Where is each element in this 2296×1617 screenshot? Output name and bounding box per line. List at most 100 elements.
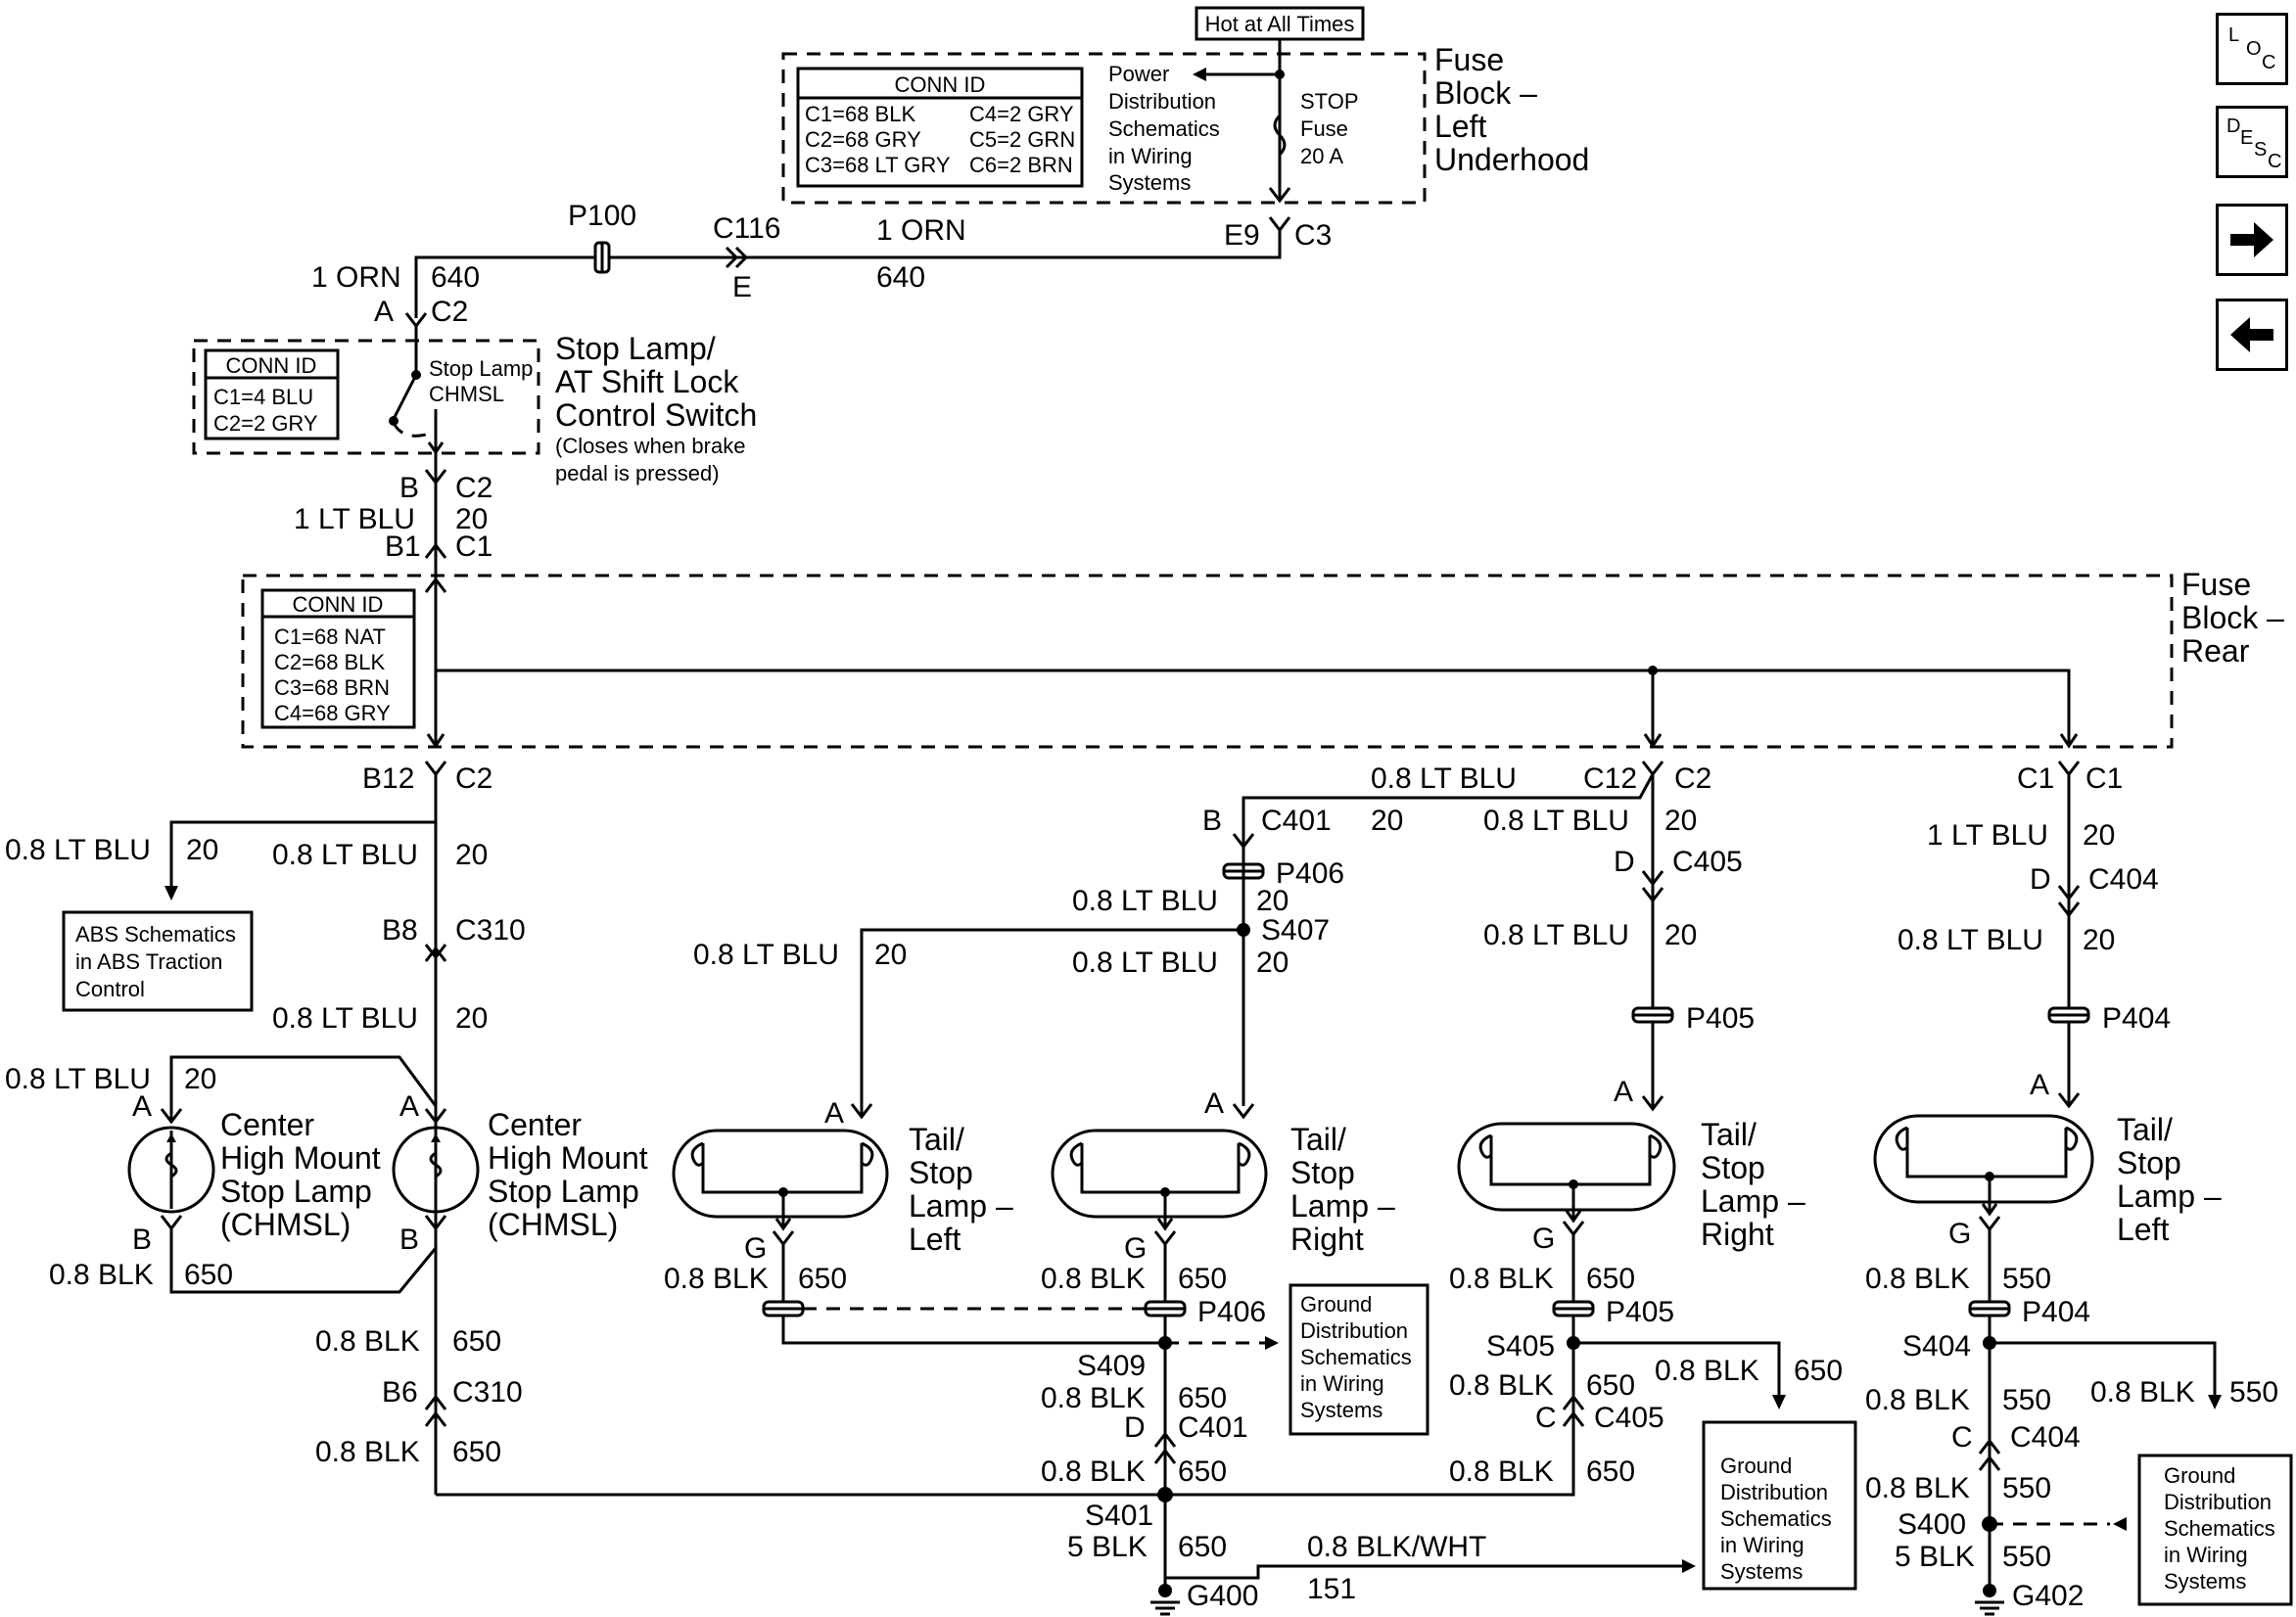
connector-c405-b: C405 — [1594, 1402, 1664, 1434]
chmsl-ground-color: 0.8 BLK — [315, 1325, 420, 1358]
loc-letter: L — [2228, 24, 2240, 46]
left-arrow-icon — [2230, 317, 2273, 352]
chmsl2-label: High Mount — [488, 1140, 648, 1176]
connector-c3: C3 — [1294, 219, 1332, 252]
chmsl2-label: Stop Lamp — [488, 1174, 639, 1209]
tail-right-ground-color: 0.8 BLK — [1041, 1263, 1146, 1295]
tail-left-pin-a: A — [824, 1097, 844, 1130]
s405-branch-num: 650 — [1794, 1355, 1843, 1387]
switch-title: Stop Lamp/ — [555, 331, 716, 366]
chmsl1-pin-a: A — [132, 1090, 152, 1123]
tail-left2-pin-g: G — [1948, 1218, 1971, 1250]
chmsl1-pin-b: B — [132, 1224, 152, 1256]
connector-c404-b: C404 — [2010, 1421, 2081, 1454]
pin-c-c404: C — [1951, 1421, 1973, 1454]
switch-inner-label: CHMSL — [429, 382, 504, 406]
tail-right2-pin-g: G — [1532, 1223, 1555, 1255]
tail-right-pin-a: A — [1204, 1087, 1224, 1120]
ground-dist-ref-1[interactable] — [1289, 1283, 1429, 1436]
pin-c-c405: C — [1535, 1402, 1557, 1434]
s409-ground-num: 650 — [1178, 1382, 1227, 1414]
desc-button[interactable]: D E S C — [2216, 106, 2288, 178]
pin-b12: B12 — [362, 762, 414, 795]
back-button[interactable] — [2216, 299, 2288, 371]
wire-tail-right-num: 20 — [1256, 947, 1289, 979]
hot-at-all-times-label: Hot at All Times — [1205, 12, 1355, 36]
loc-button[interactable]: L O C — [2216, 13, 2288, 85]
splice-s401-label: S401 — [1085, 1500, 1153, 1532]
wire-blk-wht-num: 151 — [1307, 1573, 1356, 1605]
forward-button[interactable] — [2216, 204, 2288, 276]
wire-c405-num: 20 — [1664, 805, 1697, 837]
chmsl-lamp-icon — [392, 1126, 480, 1214]
wire-p404-num: 20 — [2083, 924, 2115, 956]
s404-down-num: 550 — [2002, 1384, 2051, 1416]
ground-dist-ref-text: Ground — [1720, 1454, 1792, 1478]
power-distribution-ref: Power — [1108, 62, 1169, 86]
switch-inner-label: Stop Lamp — [429, 356, 533, 381]
tail-left-ground-color: 0.8 BLK — [664, 1263, 769, 1295]
pin-d-c405: D — [1614, 846, 1635, 878]
ground-dist-ref-text: Distribution — [1720, 1480, 1828, 1504]
connector-c310-b: C310 — [452, 1376, 523, 1409]
stop-fuse-label: STOP — [1300, 89, 1359, 114]
conn-id-switch-row: C2=2 GRY — [213, 411, 318, 436]
chmsl1-label: Stop Lamp — [220, 1174, 372, 1209]
wire-color-lt-blu: 1 LT BLU — [294, 503, 415, 535]
pin-b1: B1 — [385, 531, 421, 563]
tail-right2-ground-num: 650 — [1586, 1263, 1635, 1295]
ground-dist-ref-text: Schematics — [1720, 1506, 1832, 1531]
pin-d-c401: D — [1124, 1411, 1146, 1444]
conn-id-rear-row: C1=68 NAT — [274, 624, 386, 649]
chmsl-ground-num-2: 650 — [452, 1436, 501, 1468]
wire-p405-num: 20 — [1664, 919, 1697, 951]
wire-tail-left-color: 0.8 LT BLU — [693, 939, 839, 971]
switch-contact — [392, 374, 418, 420]
abs-schematics-ref-box[interactable] — [62, 910, 254, 1012]
abs-schematics-ref: Control — [75, 977, 145, 1001]
ground-dist-ref-text: Distribution — [2164, 1490, 2272, 1514]
wire-circuit-640: 640 — [876, 261, 925, 294]
abs-schematics-ref: in ABS Traction — [75, 949, 222, 974]
conn-id-switch-title: CONN ID — [226, 353, 317, 378]
loc-letter: O — [2246, 38, 2262, 60]
wire-left-num-2: 20 — [455, 1002, 488, 1035]
conn-id-rear-box — [260, 588, 416, 729]
tail-left-ground-num: 650 — [798, 1263, 847, 1295]
wire-abs-color: 0.8 LT BLU — [5, 834, 151, 866]
s401-ground-color: 0.8 BLK — [1041, 1455, 1146, 1488]
s401-5blk-color: 5 BLK — [1067, 1531, 1148, 1563]
tail-stop-lamp-left-2-icon — [1873, 1114, 2094, 1204]
s405-down-num: 650 — [1586, 1369, 1635, 1402]
wire-c404-color: 1 LT BLU — [1927, 819, 2048, 852]
conn-id-underhood-row: C2=68 GRY — [805, 127, 921, 152]
tail-left-label: Tail/ — [909, 1122, 964, 1157]
ground-dist-ref-2[interactable] — [1702, 1420, 1857, 1591]
splice-s401 — [1157, 1487, 1173, 1502]
fuse-block-rear-title: Rear — [2181, 633, 2250, 669]
conn-id-underhood-title: CONN ID — [895, 72, 986, 97]
pass-through-p404b-label: P404 — [2022, 1296, 2090, 1328]
power-distribution-ref: in Wiring — [1108, 144, 1193, 168]
stop-fuse-symbol — [1273, 114, 1287, 157]
pin-b-c401: B — [1202, 805, 1222, 837]
stop-fuse-label: 20 A — [1300, 144, 1343, 168]
wire-left-color-2: 0.8 LT BLU — [272, 1002, 418, 1035]
wire-color-orn: 1 ORN — [876, 214, 966, 247]
fuse-block-underhood-title-1: Fuse — [1434, 42, 1504, 77]
wire-c405-color: 0.8 LT BLU — [1483, 805, 1629, 837]
tail-right-label: Lamp – — [1290, 1188, 1395, 1224]
conn-id-rear-row: C4=68 GRY — [274, 701, 391, 725]
ground-dist-ref-text: Systems — [1720, 1559, 1803, 1584]
ground-dist-ref-text: Schematics — [2164, 1516, 2275, 1541]
pass-through-p100-label: P100 — [568, 200, 636, 232]
stop-lamp-switch-outline — [192, 339, 540, 455]
tail-right-pin-g: G — [1124, 1232, 1147, 1265]
fuse-block-rear-outline — [241, 574, 2174, 749]
s409-ground-color: 0.8 BLK — [1041, 1382, 1146, 1414]
ground-dist-ref-3[interactable] — [2137, 1454, 2293, 1606]
chmsl1-ground-num: 650 — [184, 1259, 233, 1291]
conn-id-underhood-row: C1=68 BLK — [805, 102, 915, 126]
connector-c310: C310 — [455, 914, 526, 947]
pass-through-p406-label: P406 — [1276, 857, 1344, 890]
